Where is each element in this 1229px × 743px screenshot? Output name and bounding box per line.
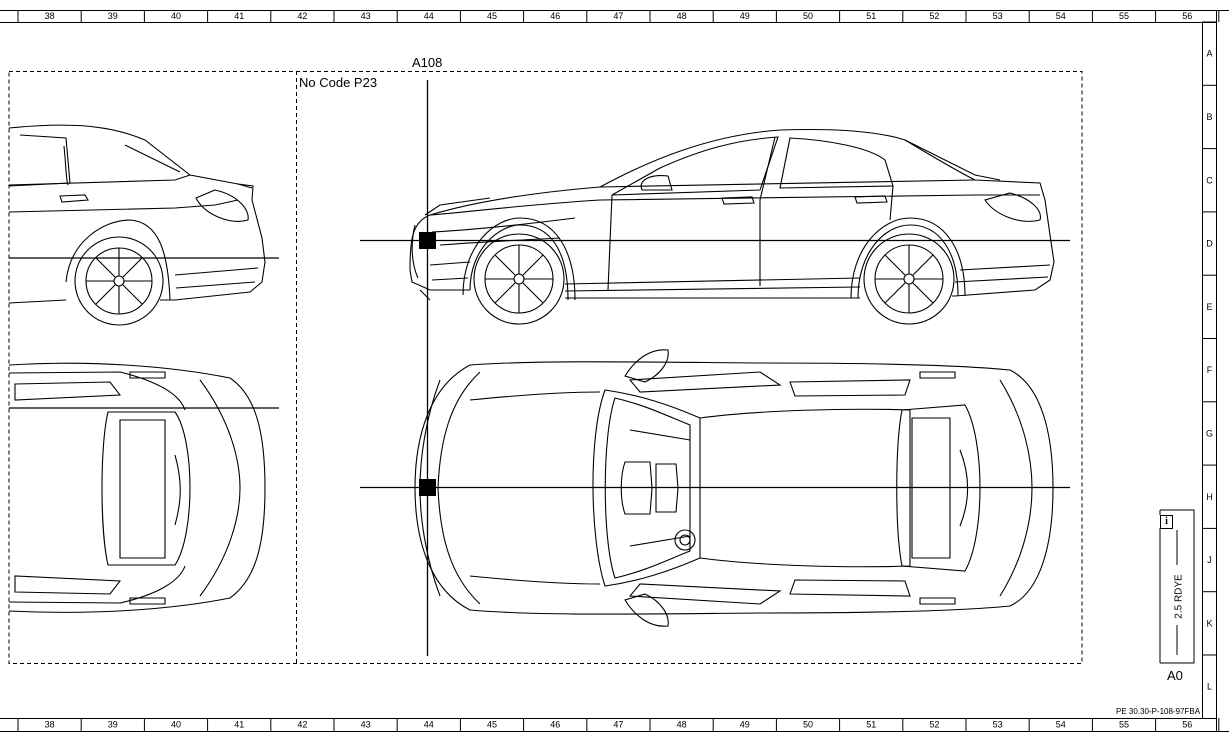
component-label: A108: [412, 55, 443, 70]
reference-lines: [9, 80, 1070, 656]
column-ruler-top-label: 44: [424, 11, 434, 21]
sheet-frame: [0, 10, 1229, 732]
column-ruler-top-label: 50: [803, 11, 813, 21]
column-ruler-bottom-label: 48: [677, 720, 687, 730]
component-marker-side: [419, 232, 436, 249]
partial-top-view: [8, 362, 266, 613]
column-ruler-bottom: 38 39 40 41 42 43 44 45 46 47 48 49 50 51 52 53 54 55 56: [17, 718, 1220, 731]
column-ruler-top-label: 47: [613, 11, 623, 21]
row-ruler-label: J: [1207, 555, 1212, 565]
column-ruler-top-label: 51: [866, 11, 876, 21]
column-ruler-bottom-label: 44: [424, 720, 434, 730]
row-ruler-label: C: [1206, 175, 1213, 185]
legend-box: [1159, 509, 1195, 664]
column-ruler-top: 38 39 40 41 42 43 44 45 46 47 48 49 50 51 52 53 54 55 56: [17, 10, 1220, 22]
row-ruler-right: A B C D E F G H J K L: [1202, 21, 1216, 692]
column-ruler-top-label: 38: [45, 11, 55, 21]
reference-number: PE 30.30-P-108-97FBA: [1116, 707, 1201, 716]
column-ruler-top-label: 41: [234, 11, 244, 21]
component-marker-top: [419, 479, 436, 496]
column-ruler-top-label: 39: [108, 11, 118, 21]
column-ruler-bottom-label: 45: [487, 720, 497, 730]
column-ruler-bottom-label: 41: [234, 720, 244, 730]
info-icon[interactable]: i: [1160, 515, 1173, 529]
column-ruler-top-label: 45: [487, 11, 497, 21]
column-ruler-top-label: 43: [361, 11, 371, 21]
view-boundary: [8, 71, 1083, 664]
column-ruler-top-label: 42: [297, 11, 307, 21]
wire-label: 2.5 RDYE: [1157, 566, 1201, 626]
column-ruler-bottom-label: 46: [550, 720, 560, 730]
location-label: A0: [1167, 668, 1183, 683]
rear-wheel: [863, 233, 955, 325]
column-ruler-bottom-label: 39: [108, 720, 118, 730]
column-ruler-bottom-label: 54: [1056, 720, 1066, 730]
code-label: No Code P23: [299, 75, 378, 90]
column-ruler-top-label: 46: [550, 11, 560, 21]
column-ruler-top-label: 54: [1056, 11, 1066, 21]
column-ruler-top-label: 52: [929, 11, 939, 21]
column-ruler-bottom-label: 49: [740, 720, 750, 730]
row-ruler-label: H: [1206, 492, 1213, 502]
column-ruler-bottom-label: 52: [929, 720, 939, 730]
column-ruler-top-label: 53: [993, 11, 1003, 21]
partial-side-view: [8, 124, 266, 304]
column-ruler-bottom-label: 43: [361, 720, 371, 730]
row-ruler-label: A: [1206, 49, 1212, 59]
column-ruler-bottom-label: 47: [613, 720, 623, 730]
column-ruler-bottom-label: 40: [171, 720, 181, 730]
column-ruler-bottom-label: 56: [1182, 720, 1192, 730]
column-ruler-top-label: 49: [740, 11, 750, 21]
row-ruler-label: D: [1206, 239, 1213, 249]
column-ruler-top-label: 48: [677, 11, 687, 21]
column-ruler-bottom-label: 42: [297, 720, 307, 730]
column-ruler-bottom-label: 55: [1119, 720, 1129, 730]
column-ruler-top-label: 55: [1119, 11, 1129, 21]
column-ruler-top-label: 40: [171, 11, 181, 21]
column-ruler-bottom-label: 50: [803, 720, 813, 730]
row-ruler-label: L: [1207, 682, 1212, 692]
row-ruler-label: G: [1206, 428, 1213, 438]
column-ruler-bottom-label: 38: [45, 720, 55, 730]
rear-wheel-left: [74, 236, 164, 326]
column-ruler-bottom-label: 51: [866, 720, 876, 730]
row-ruler-label: B: [1206, 112, 1212, 122]
wire-label-text: 2.5 RDYE: [1173, 573, 1185, 619]
row-ruler-label: K: [1206, 618, 1212, 628]
main-side-view: [409, 128, 1055, 301]
front-wheel: [473, 233, 565, 325]
column-ruler-top-label: 56: [1182, 11, 1192, 21]
component-markers: [419, 232, 436, 496]
row-ruler-label: F: [1207, 365, 1213, 375]
column-ruler-bottom-label: 53: [993, 720, 1003, 730]
row-ruler-label: E: [1206, 302, 1212, 312]
